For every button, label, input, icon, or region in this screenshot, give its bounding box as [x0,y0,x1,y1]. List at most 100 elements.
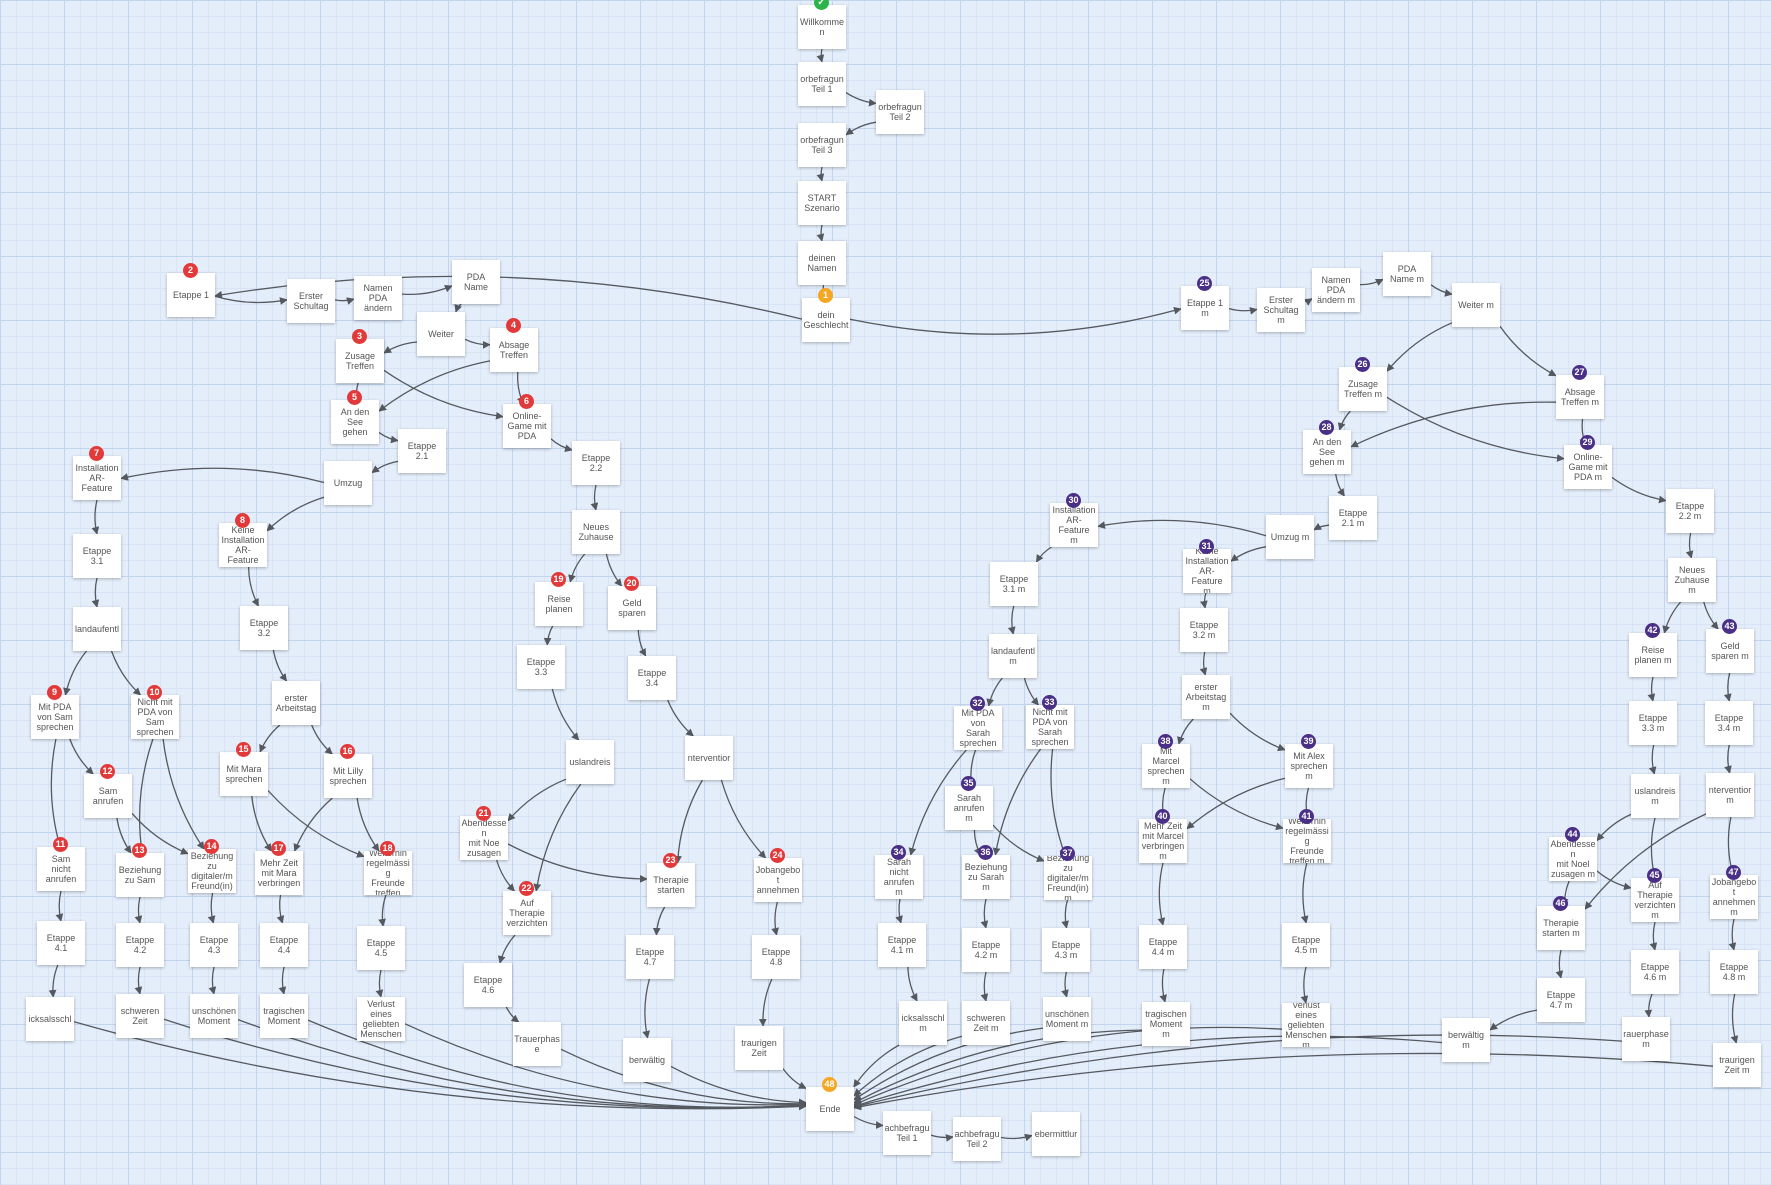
node-see[interactable]: An den See gehen [331,400,379,444]
node-e41[interactable]: Etappe 4.1 [37,921,85,965]
node-e32m[interactable]: Etappe 3.2 m [1180,608,1228,652]
node-weiterhin[interactable]: Weiterhin regelmässig Freunde treffen [364,851,412,895]
node-start[interactable]: START Szenario [798,181,846,225]
node-e44m[interactable]: Etappe 4.4 m [1139,925,1187,969]
node-therapiever[interactable]: Auf Therapie verzichten [503,891,551,935]
node-e33m[interactable]: Etappe 3.3 m [1629,701,1677,745]
node-mitlilly[interactable]: Mit Lilly sprechen [324,754,372,798]
node-tragisch[interactable]: tragischen Moment [260,994,308,1038]
node-e46m[interactable]: Etappe 4.6 m [1631,950,1679,994]
node-reise[interactable]: Reise planen [535,582,583,626]
node-e48[interactable]: Etappe 4.8 [752,935,800,979]
node-nb1[interactable]: achbefragu Teil 1 [883,1111,931,1155]
node-bezsarah[interactable]: Beziehung zu Sarah m [962,855,1010,899]
node-e34m[interactable]: Etappe 3.4 m [1705,701,1753,745]
node-auslandreise[interactable]: uslandreis [566,740,614,784]
node-ueberwaeltig[interactable]: berwältig [623,1038,671,1082]
node-verlustm[interactable]: Verlust eines geliebten Menschen m [1282,1003,1330,1047]
node-landauf[interactable]: landaufentl [73,607,121,651]
node-therapieverm[interactable]: Auf Therapie verzichten m [1631,878,1679,922]
node-trauerphase[interactable]: Trauerphase [513,1022,561,1066]
node-trauerphasem[interactable]: rauerphase m [1622,1017,1670,1061]
node-therapiestartm[interactable]: Therapie starten m [1537,906,1585,950]
node-e31m[interactable]: Etappe 3.1 m [990,562,1038,606]
node-auslandreisem[interactable]: uslandreis m [1631,774,1679,818]
node-traurigenm[interactable]: traurigen Zeit m [1713,1043,1761,1087]
node-e21m[interactable]: Etappe 2.1 m [1329,496,1377,540]
node-online[interactable]: Online- Game mit PDA [503,404,551,448]
node-mitpda[interactable]: Mit PDA von Sam sprechen [31,695,79,739]
node-namen[interactable]: deinen Namen [798,241,846,285]
node-schweren[interactable]: schweren Zeit [116,994,164,1038]
node-bezdig[interactable]: Beziehung zu digitaler/m Freund(in) [188,849,236,893]
node-e41m[interactable]: Etappe 4.1 m [878,923,926,967]
node-tragischm[interactable]: tragischen Moment m [1142,1002,1190,1046]
node-arinstm[interactable]: Installation AR-Feature m [1050,503,1098,547]
node-geschlecht[interactable]: dein Geschlecht [802,298,850,342]
node-jobangebot[interactable]: Jobangebot annehmen [754,858,802,902]
node-mitmara[interactable]: Mit Mara sprechen [220,752,268,796]
node-abendessenm[interactable]: Abendessen mit Noel zusagen m [1549,837,1597,881]
node-interventionm[interactable]: nterventior m [1706,773,1754,817]
node-e33[interactable]: Etappe 3.3 [517,645,565,689]
node-gluecksm[interactable]: icksalsschl m [899,1001,947,1045]
node-vb3[interactable]: orbefragun Teil 3 [798,123,846,167]
node-e47[interactable]: Etappe 4.7 [626,935,674,979]
node-landaufm[interactable]: landaufentl m [989,634,1037,678]
node-verlust[interactable]: Verlust eines geliebten Menschen [357,997,405,1041]
node-zuhausem[interactable]: Neues Zuhause m [1668,558,1716,602]
node-traurigen[interactable]: traurigen Zeit [735,1026,783,1070]
node-mitmarcel[interactable]: Mit Marcel sprechen m [1142,744,1190,788]
node-e22m[interactable]: Etappe 2.2 m [1666,489,1714,533]
node-jobangebotm[interactable]: Jobangebot annehmen m [1710,875,1758,919]
node-arinst[interactable]: Installation AR-Feature [73,456,121,500]
node-zusage[interactable]: Zusage Treffen [336,339,384,383]
node-e22[interactable]: Etappe 2.2 [572,441,620,485]
node-weiterm[interactable]: Weiter m [1452,283,1500,327]
node-geld[interactable]: Geld sparen [608,586,656,630]
node-bezdigm[interactable]: Beziehung zu digitaler/m Freund(in) m [1044,856,1092,900]
node-uebermittlung[interactable]: ebermittlur [1032,1112,1080,1156]
node-weiter[interactable]: Weiter [417,312,465,356]
node-vb1[interactable]: orbefragun Teil 1 [798,62,846,106]
node-samnicht[interactable]: Sam nicht anrufen [37,847,85,891]
node-e43[interactable]: Etappe 4.3 [190,923,238,967]
node-arbeitstagm[interactable]: erster Arbeitstag m [1182,675,1230,719]
node-zuhause[interactable]: Neues Zuhause [572,510,620,554]
node-absage[interactable]: Absage Treffen [490,328,538,372]
node-unschoenm[interactable]: unschönen Moment m [1043,997,1091,1041]
node-mitpdam[interactable]: Mit PDA von Sarah sprechen [954,706,1002,750]
node-therapiestart[interactable]: Therapie starten [647,863,695,907]
node-absagem[interactable]: Absage Treffen m [1556,375,1604,419]
node-e43m[interactable]: Etappe 4.3 m [1042,928,1090,972]
node-seem[interactable]: An den See gehen m [1303,430,1351,474]
node-mitalex[interactable]: Mit Alex sprechen m [1285,744,1333,788]
node-zusagem[interactable]: Zusage Treffen m [1339,367,1387,411]
node-e1[interactable]: Etappe 1 [167,273,215,317]
node-schwerenm[interactable]: schweren Zeit m [962,1001,1010,1045]
node-samanrufen[interactable]: Sam anrufen [84,774,132,818]
node-reisem[interactable]: Reise planen m [1629,633,1677,677]
node-pdaaendernm[interactable]: Namen PDA ändern m [1312,268,1360,312]
node-e1m[interactable]: Etappe 1 m [1181,286,1229,330]
node-sarahanrufen[interactable]: Sarah anrufen m [945,786,993,830]
node-unschoen[interactable]: unschönen Moment [190,994,238,1038]
node-ueberwaeltigm[interactable]: berwältig m [1442,1018,1490,1062]
node-ende[interactable]: Ende [806,1087,854,1131]
node-e32[interactable]: Etappe 3.2 [240,606,288,650]
node-onlinem[interactable]: Online- Game mit PDA m [1564,445,1612,489]
node-sarahnicht[interactable]: Sarah nicht anrufen m [875,855,923,899]
node-e42m[interactable]: Etappe 4.2 m [962,928,1010,972]
node-pdaname[interactable]: PDA Name [452,260,500,304]
node-arbeitstag[interactable]: erster Arbeitstag [272,681,320,725]
node-umzugm[interactable]: Umzug m [1266,515,1314,559]
node-pdanamem[interactable]: PDA Name m [1383,252,1431,296]
node-keinar[interactable]: Keine Installation AR-Feature [219,523,267,567]
node-keinarm[interactable]: Keine Installation AR-Feature m [1183,549,1231,593]
node-e21[interactable]: Etappe 2.1 [398,429,446,473]
node-bezsam[interactable]: Beziehung zu Sam [116,853,164,897]
node-mehrzeitm[interactable]: Mehr Zeit mit Marcel verbringen m [1139,819,1187,863]
node-schultagm[interactable]: Erster Schultag m [1257,288,1305,332]
node-e48m[interactable]: Etappe 4.8 m [1710,950,1758,994]
